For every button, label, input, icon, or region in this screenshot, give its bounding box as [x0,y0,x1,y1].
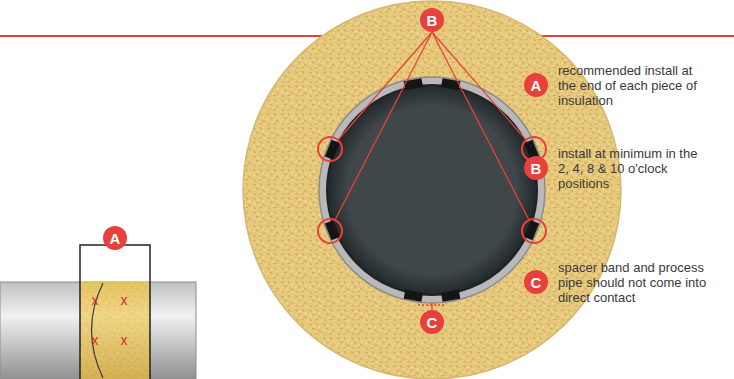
callout-note: spacer band and process pipe should not … [558,260,708,305]
fastener-mark: x [121,293,128,307]
insulation-texture [80,282,150,379]
callout-circle: C [420,310,444,334]
callout-letter: A [110,231,121,246]
callout-circle: B [524,156,548,180]
spacer-pads [325,78,539,302]
spacer-band-curve [92,283,104,378]
callout-letter: C [531,275,542,290]
callout-letter: A [531,78,542,93]
callout-note: recommended install at the end of each p… [558,63,708,108]
callout-circle: B [420,8,444,32]
callout-letter: B [531,161,542,176]
callout-note: install at minimum in the 2, 4, 8 & 10 o… [558,146,708,191]
fastener-mark: x [121,333,128,347]
callout-letter: C [427,315,438,330]
insulation-piece [80,282,150,379]
callout-circle: A [524,73,548,97]
callout-circle: C [524,270,548,294]
fastener-mark: x [92,293,99,307]
callout-letter: B [427,13,438,28]
leader-lines [335,32,529,310]
spacer-band [319,77,545,303]
process-pipe-side [0,282,196,379]
callout-circle: A [103,226,127,250]
position-markers [318,137,546,243]
fastener-mark: x [92,333,99,347]
install-bracket [80,245,150,379]
